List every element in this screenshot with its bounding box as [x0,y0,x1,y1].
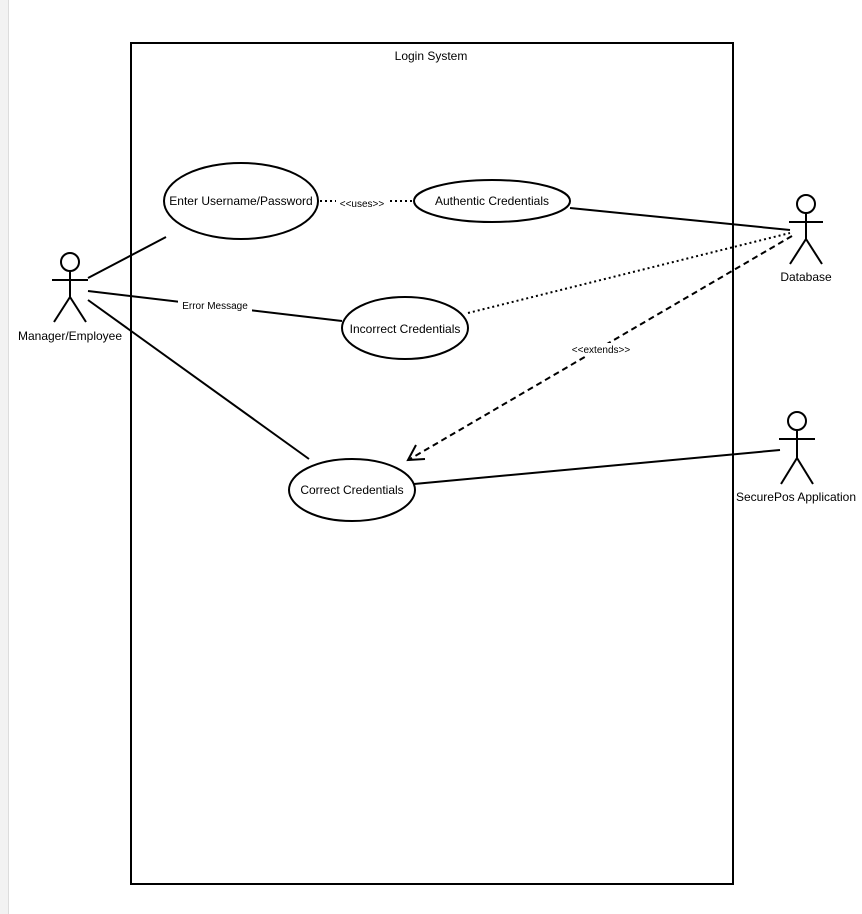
actor-securepos-application-label: SecurePos Application [736,490,856,504]
uses-label-bg [336,197,388,209]
use-case-authentic-credentials: Authentic Credentials [413,179,571,223]
use-case-authentic-credentials-label: Authentic Credentials [435,194,549,208]
extends-arrowhead [406,444,426,462]
actor-manager-employee: Manager/Employee [18,252,122,343]
actor-securepos-application: SecurePos Application [736,411,856,504]
use-case-enter-credentials-label: Enter Username/Password [169,194,312,208]
system-title: Login System [395,49,468,63]
edge-manager-enter-credentials [87,236,167,279]
error-message-label-bg [178,298,252,312]
extends-label-bg [568,343,634,356]
error-message-label: Error Message [182,301,248,312]
use-case-correct-credentials-label: Correct Credentials [300,483,403,497]
actor-database: Database [780,194,832,284]
use-case-correct-credentials: Correct Credentials [288,458,416,522]
use-case-enter-credentials: Enter Username/Password [163,162,319,240]
edge-authentic-database [569,207,791,231]
extends-label: <<extends>> [572,345,631,356]
actor-manager-employee-label: Manager/Employee [18,329,122,343]
actor-database-label: Database [780,270,832,284]
edge-correct-securepos [413,449,781,485]
actor-securepos-head [787,411,807,431]
actor-manager-head [60,252,80,272]
edge-incorrect-database [467,232,791,314]
edge-manager-correct-credentials [87,299,310,460]
uses-label: <<uses>> [340,199,385,210]
use-case-incorrect-credentials: Incorrect Credentials [341,296,469,360]
actor-database-head [796,194,816,214]
use-case-incorrect-credentials-label: Incorrect Credentials [350,322,461,336]
